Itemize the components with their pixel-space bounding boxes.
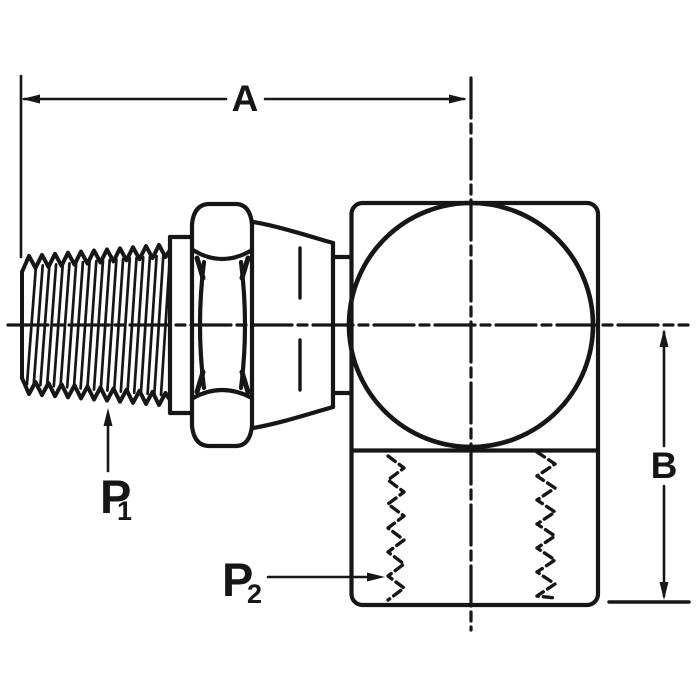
cone-bottom-edge [250,404,336,431]
port-boss-circle [346,200,596,450]
hex-corner-dart [239,369,251,395]
port1-arrow-up-icon [103,408,113,426]
elbow-body [346,200,601,608]
dim-b-arrow-up-icon [659,329,669,347]
port1-label: P [100,470,131,523]
thread-shank [167,234,194,416]
port1-subscript: 1 [117,496,132,526]
dim-a-arrow-left-icon [22,94,40,104]
hex-corner-dart [239,255,251,281]
port2-label: P [222,553,253,606]
dim-b-arrow-down-icon [659,582,669,600]
dim-b-label: B [651,445,678,486]
hex-silhouette [189,201,255,449]
male-thread [20,243,172,407]
dimension-b [607,329,691,604]
hex-top-chamfer-curve [190,247,255,261]
port2-subscript: 2 [247,579,262,609]
dimension-a [19,74,467,259]
female-thread-hidden-lines [386,450,557,602]
dim-a-label: A [232,78,259,119]
tapered-shoulder [250,219,336,431]
port2-leader [266,572,385,582]
cone-top-edge [250,219,336,246]
hex-nut [189,201,255,449]
port2-arrow-right-icon [367,572,385,582]
hex-corner-dart [194,255,206,281]
dim-a-arrow-right-icon [449,94,467,104]
hex-corner-dart [194,369,206,395]
collar [330,254,354,396]
port1-leader [103,408,113,473]
hex-bottom-chamfer-curve [190,387,255,401]
